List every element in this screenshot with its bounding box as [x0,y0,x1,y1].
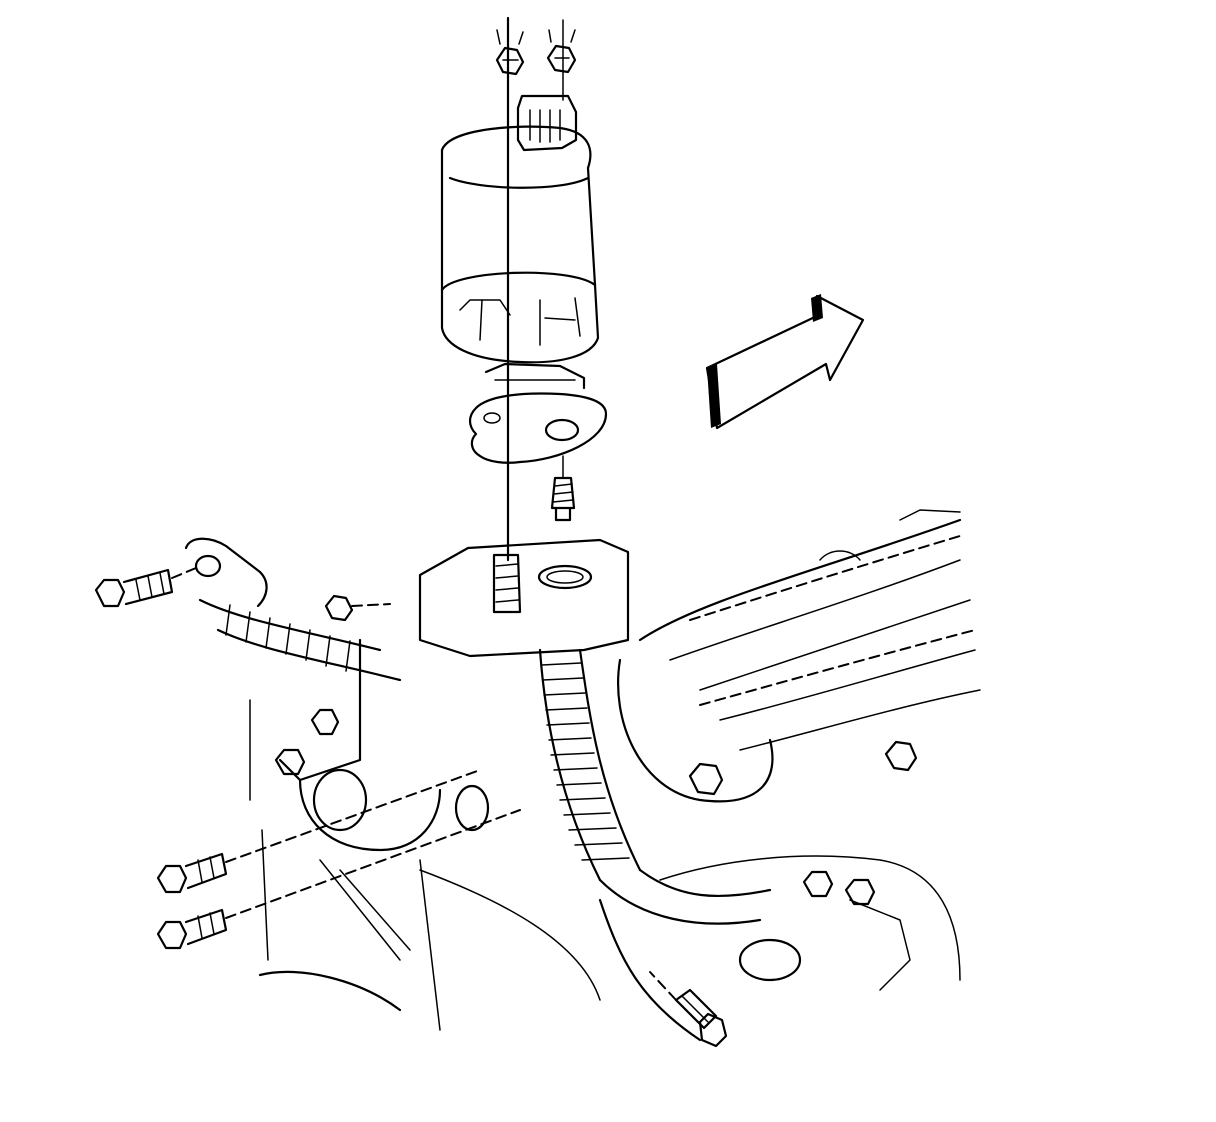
nut-icon [310,708,340,736]
wiring-harness [184,537,402,682]
nut-icon [844,878,876,906]
direction-arrow-icon [705,294,865,430]
bolt-icon [156,809,521,950]
bolt-icon [156,769,481,894]
stud-icon [550,455,576,522]
bolt-icon [649,971,728,1048]
nut-icon [495,29,525,76]
egr-valve [440,94,600,390]
egr-gasket [468,392,608,464]
nut-icon [884,740,918,772]
nut-icon [324,594,391,622]
engine-intake-manifold [617,509,981,803]
bolt-icon [94,567,197,608]
egr-mounting-pad [418,538,630,658]
nut-icon [688,762,724,796]
egr-pipe [538,648,772,925]
alignment-line [506,16,564,562]
nut-icon [274,748,306,776]
nut-icon [546,29,577,74]
nut-icon [802,870,834,898]
engine-block [249,638,961,1042]
